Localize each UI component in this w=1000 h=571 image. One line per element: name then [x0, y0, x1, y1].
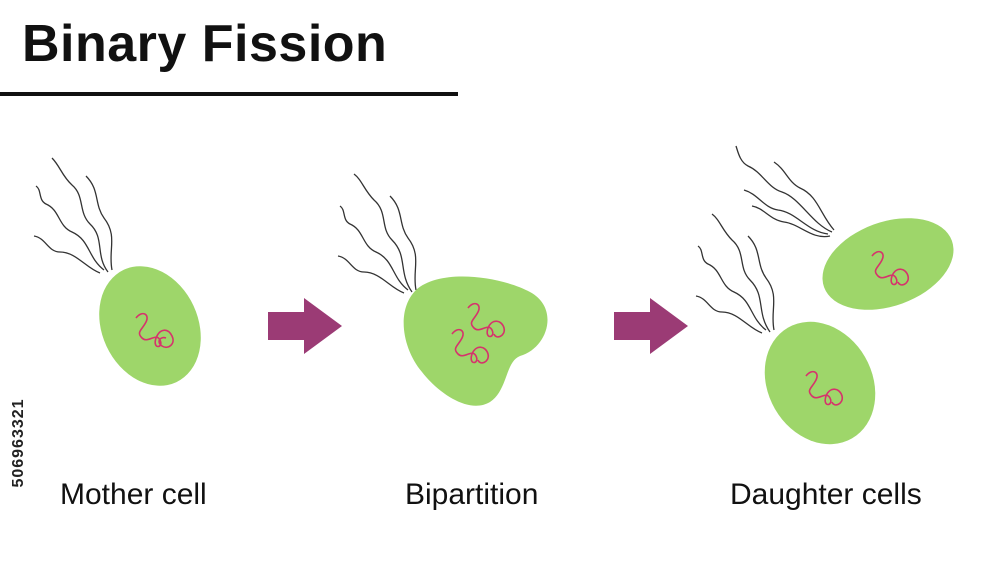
- stock-id-text: 506963321: [10, 397, 27, 488]
- bipartition-dna-1: [467, 302, 506, 338]
- arrow-right-icon: [614, 298, 688, 354]
- mother-cell-dna: [135, 312, 174, 349]
- daughter-cell-bottom-body: [764, 321, 876, 445]
- mother-cell-flagella: [33, 157, 113, 274]
- daughter-cell-top-flagella: [735, 145, 835, 238]
- daughter-cell-bottom-dna: [805, 370, 844, 406]
- daughter-cell-bottom-flagella: [695, 213, 775, 334]
- arrow-right-icon: [268, 298, 342, 354]
- mother-cell-body: [99, 266, 201, 386]
- daughter-cell-top-dna: [871, 250, 910, 286]
- daughter-cell-bottom-group: [695, 213, 876, 445]
- diagram-title: Binary Fission: [22, 15, 388, 73]
- stock-id-label: 506963321: [4, 335, 34, 550]
- stage-label-daughter-cells: Daughter cells: [730, 478, 922, 511]
- bipartition-cell-group: [337, 173, 548, 406]
- daughter-cell-top-group: [735, 145, 954, 310]
- title-underline: [0, 92, 458, 96]
- stage-label-bipartition: Bipartition: [405, 478, 539, 511]
- bipartition-cell-body: [403, 276, 548, 406]
- mother-cell-group: [33, 157, 201, 386]
- bipartition-dna-2: [451, 328, 490, 364]
- bipartition-flagella: [337, 173, 417, 294]
- daughter-cell-top-body: [822, 218, 954, 310]
- stage-label-mother-cell: Mother cell: [60, 478, 207, 511]
